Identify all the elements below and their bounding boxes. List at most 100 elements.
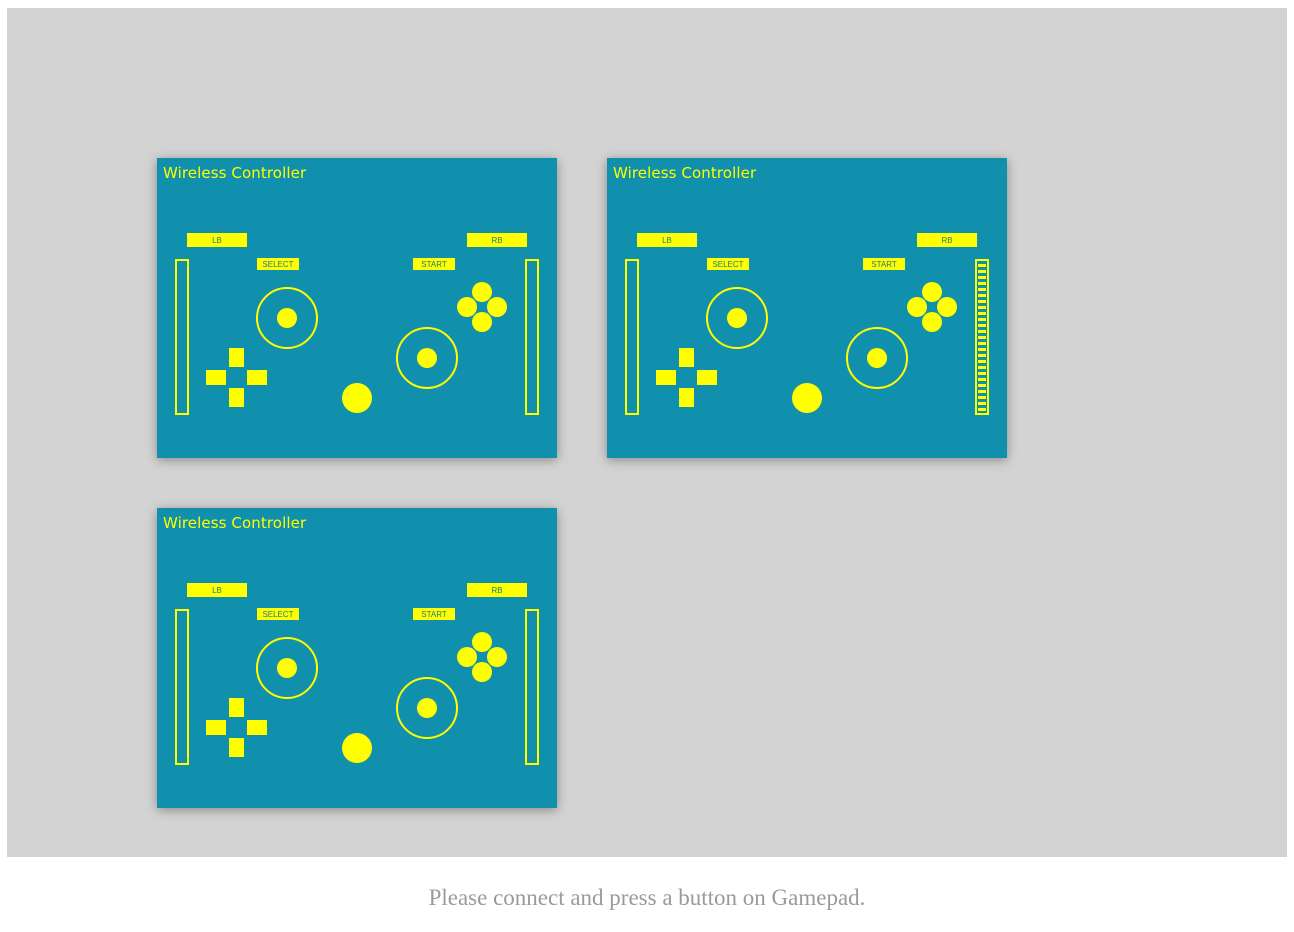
face-button-top[interactable]	[472, 632, 492, 652]
home-button-icon[interactable]	[342, 383, 372, 413]
dpad-left[interactable]	[206, 370, 226, 385]
trigger-fill-stripe	[978, 264, 986, 267]
trigger-fill-stripe	[978, 390, 986, 393]
trigger-fill-stripe	[978, 306, 986, 309]
face-button-right[interactable]	[937, 297, 957, 317]
lb-button[interactable]	[187, 233, 247, 247]
rb-button[interactable]	[467, 583, 527, 597]
face-buttons-icon[interactable]	[457, 282, 507, 332]
dpad-left[interactable]	[656, 370, 676, 385]
right-trigger-gauge	[525, 259, 539, 415]
dpad-down[interactable]	[229, 388, 244, 407]
gamepad-card: LB RB SELECT START	[157, 508, 557, 808]
dpad-left[interactable]	[206, 720, 226, 735]
dpad-icon[interactable]	[656, 348, 717, 407]
home-button-icon[interactable]	[342, 733, 372, 763]
dpad-up[interactable]	[679, 348, 694, 367]
gamepad-diagram: LB RB SELECT START	[175, 233, 539, 415]
rb-label: RB	[491, 236, 502, 245]
trigger-fill-stripe	[978, 348, 986, 351]
rb-label: RB	[941, 236, 952, 245]
gamepad-title: Wireless Controller	[163, 514, 307, 532]
lb-label: LB	[662, 236, 672, 245]
dpad-down[interactable]	[229, 738, 244, 757]
status-message: Please connect and press a button on Gam…	[428, 885, 866, 910]
lb-button[interactable]	[187, 583, 247, 597]
trigger-fill-stripe	[978, 324, 986, 327]
face-button-bottom[interactable]	[472, 662, 492, 682]
left-stick-ring[interactable]	[256, 287, 318, 349]
dpad-right[interactable]	[247, 720, 267, 735]
dpad-icon[interactable]	[206, 348, 267, 407]
face-buttons-icon[interactable]	[457, 632, 507, 682]
trigger-fill-stripe	[978, 360, 986, 363]
right-trigger-fill	[978, 264, 986, 411]
left-trigger-gauge	[625, 259, 639, 415]
dpad-right[interactable]	[247, 370, 267, 385]
start-button[interactable]	[863, 258, 905, 270]
trigger-fill-stripe	[978, 300, 986, 303]
select-label: SELECT	[712, 260, 743, 269]
home-button-icon[interactable]	[792, 383, 822, 413]
gamepad-diagram: LB RB SELECT START	[175, 583, 539, 765]
face-button-left[interactable]	[457, 297, 477, 317]
select-button[interactable]	[257, 608, 299, 620]
dpad-up[interactable]	[229, 698, 244, 717]
left-stick-knob	[277, 308, 297, 328]
gamepad-stage: LB RB SELECT START	[7, 8, 1287, 857]
face-button-right[interactable]	[487, 297, 507, 317]
dpad-up[interactable]	[229, 348, 244, 367]
trigger-fill-stripe	[978, 312, 986, 315]
start-button[interactable]	[413, 608, 455, 620]
rb-button[interactable]	[917, 233, 977, 247]
trigger-fill-stripe	[978, 318, 986, 321]
start-button[interactable]	[413, 258, 455, 270]
start-label: START	[421, 260, 447, 269]
trigger-fill-stripe	[978, 408, 986, 411]
face-button-top[interactable]	[472, 282, 492, 302]
face-buttons-icon[interactable]	[907, 282, 957, 332]
left-trigger-gauge	[175, 259, 189, 415]
dpad-down[interactable]	[679, 388, 694, 407]
trigger-fill-stripe	[978, 282, 986, 285]
right-stick-ring[interactable]	[396, 677, 458, 739]
right-stick-knob	[867, 348, 887, 368]
lb-button[interactable]	[637, 233, 697, 247]
trigger-fill-stripe	[978, 402, 986, 405]
right-stick-ring[interactable]	[846, 327, 908, 389]
trigger-fill-stripe	[978, 288, 986, 291]
select-button[interactable]	[257, 258, 299, 270]
face-button-bottom[interactable]	[472, 312, 492, 332]
lb-label: LB	[212, 236, 222, 245]
select-button[interactable]	[707, 258, 749, 270]
face-button-bottom[interactable]	[922, 312, 942, 332]
left-trigger-gauge	[175, 609, 189, 765]
trigger-fill-stripe	[978, 366, 986, 369]
trigger-fill-stripe	[978, 342, 986, 345]
right-stick-ring[interactable]	[396, 327, 458, 389]
trigger-fill-stripe	[978, 276, 986, 279]
right-stick-knob	[417, 348, 437, 368]
face-button-left[interactable]	[457, 647, 477, 667]
trigger-fill-stripe	[978, 396, 986, 399]
trigger-fill-stripe	[978, 384, 986, 387]
lb-label: LB	[212, 586, 222, 595]
rb-label: RB	[491, 586, 502, 595]
gamepad-title: Wireless Controller	[613, 164, 757, 182]
rb-button[interactable]	[467, 233, 527, 247]
trigger-fill-stripe	[978, 354, 986, 357]
right-stick-knob	[417, 698, 437, 718]
trigger-fill-stripe	[978, 378, 986, 381]
right-trigger-gauge	[525, 609, 539, 765]
face-button-right[interactable]	[487, 647, 507, 667]
left-stick-ring[interactable]	[256, 637, 318, 699]
trigger-fill-stripe	[978, 330, 986, 333]
trigger-fill-stripe	[978, 372, 986, 375]
trigger-fill-stripe	[978, 294, 986, 297]
left-stick-ring[interactable]	[706, 287, 768, 349]
dpad-icon[interactable]	[206, 698, 267, 757]
face-button-top[interactable]	[922, 282, 942, 302]
face-button-left[interactable]	[907, 297, 927, 317]
right-trigger-gauge	[975, 259, 989, 415]
dpad-right[interactable]	[697, 370, 717, 385]
